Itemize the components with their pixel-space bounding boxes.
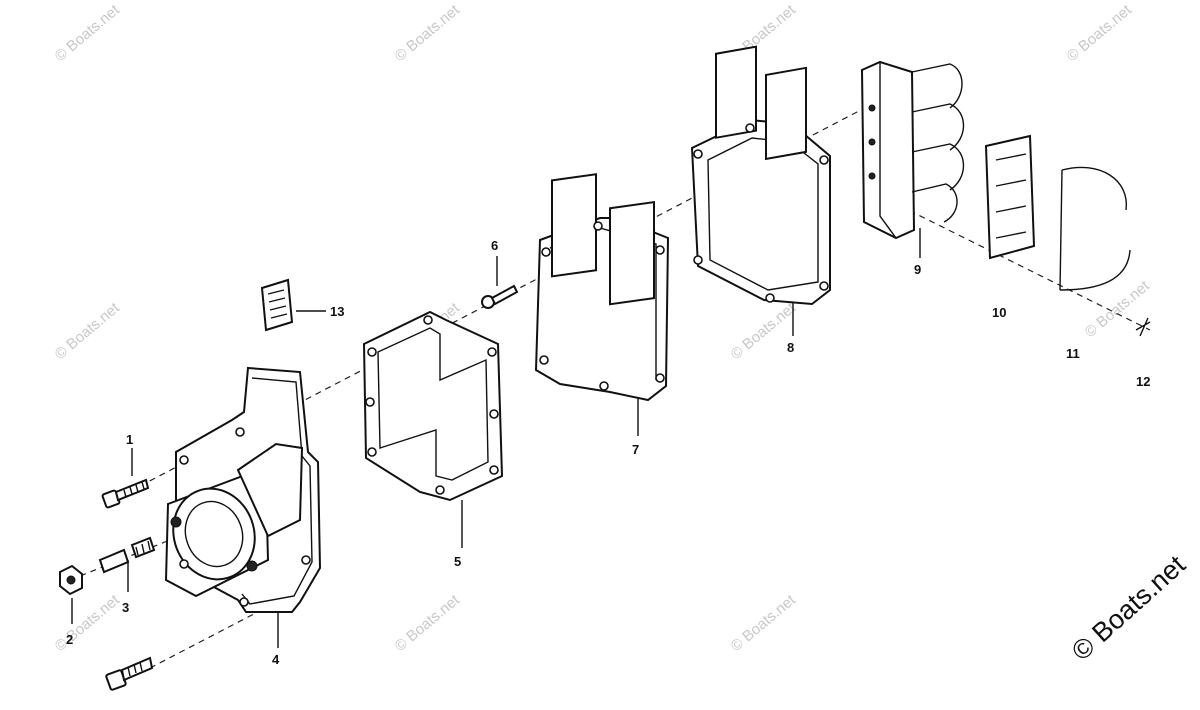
watermark: © Boats.net <box>392 1 464 65</box>
gasket-8 <box>690 45 831 306</box>
callout-4: 4 <box>272 652 280 667</box>
callout-6: 6 <box>491 238 498 253</box>
callout-10: 10 <box>992 305 1006 320</box>
corner-watermark: © Boats.net <box>1066 549 1192 666</box>
screw-12 <box>1135 317 1151 337</box>
watermark: © Boats.net <box>728 591 800 655</box>
decal <box>260 278 294 332</box>
watermark: © Boats.net <box>52 591 124 655</box>
reed-petals <box>984 134 1036 260</box>
gasket-5 <box>362 310 504 502</box>
watermark: © Boats.net <box>52 1 124 65</box>
watermark: © Boats.net <box>392 591 464 655</box>
reed-plate-7 <box>534 173 670 402</box>
watermark: © Boats.net <box>1064 1 1136 65</box>
callouts: 1 2 3 4 5 6 7 8 9 10 11 12 13 <box>66 238 1150 667</box>
screw-6 <box>481 284 519 309</box>
callout-1: 1 <box>126 432 133 447</box>
intake-manifold <box>164 366 322 613</box>
callout-13: 13 <box>330 304 344 319</box>
callout-8: 8 <box>787 340 794 355</box>
callout-5: 5 <box>454 554 461 569</box>
callout-12: 12 <box>1136 374 1150 389</box>
leader-lines <box>71 228 921 648</box>
screw-lower <box>105 656 154 691</box>
reed-stop <box>1059 166 1131 291</box>
screw-upper <box>101 478 150 509</box>
callout-7: 7 <box>632 442 639 457</box>
callout-3: 3 <box>122 600 129 615</box>
watermark: © Boats.net <box>52 299 124 363</box>
callout-11: 11 <box>1066 346 1080 361</box>
nut <box>59 564 83 596</box>
studs <box>98 536 156 574</box>
callout-2: 2 <box>66 632 73 647</box>
reed-block <box>860 60 965 240</box>
callout-9: 9 <box>914 262 921 277</box>
